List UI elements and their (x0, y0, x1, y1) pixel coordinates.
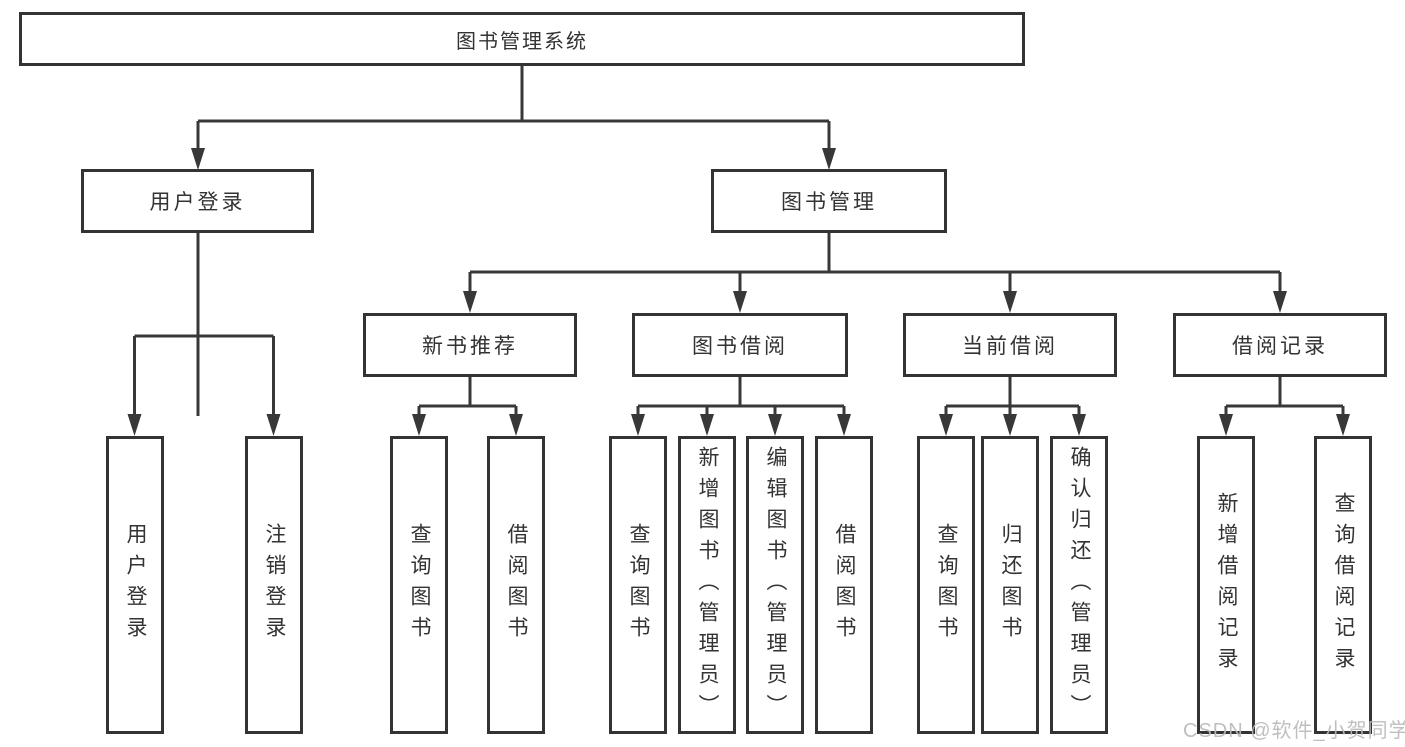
node-label: 用户登录 (124, 523, 147, 647)
node-label: 用户登录 (149, 191, 246, 214)
leaf-edit-books-admin: 编辑图书（管理员） (746, 436, 804, 734)
node-label: 图书管理 (781, 191, 877, 214)
node-label: 归还图书 (999, 523, 1022, 647)
node-label: 查询图书 (627, 523, 650, 647)
leaf-logout: 注销登录 (245, 436, 303, 734)
node-label: 图书借阅 (692, 335, 788, 358)
node-label: 注销登录 (263, 523, 286, 647)
leaf-user-login: 用户登录 (106, 436, 164, 734)
node-book-borrowing: 图书借阅 (632, 313, 848, 377)
node-book-management: 图书管理 (711, 169, 947, 233)
node-label: 当前借阅 (962, 335, 1058, 358)
leaf-borrow-books-borrowing: 借阅图书 (815, 436, 873, 734)
node-label: 借阅图书 (505, 523, 528, 647)
node-label: 确认归还（管理员） (1068, 445, 1091, 725)
node-label: 新增借阅记录 (1215, 492, 1238, 678)
leaf-borrow-books-recommend: 借阅图书 (487, 436, 545, 734)
leaf-query-books-current: 查询图书 (917, 436, 975, 734)
node-label: 新增图书（管理员） (696, 445, 719, 725)
node-label: 借阅记录 (1232, 335, 1328, 358)
node-label: 图书管理系统 (456, 30, 588, 53)
node-label: 编辑图书（管理员） (764, 445, 787, 725)
node-label: 新书推荐 (422, 335, 518, 358)
leaf-return-books: 归还图书 (981, 436, 1039, 734)
node-current-borrowing: 当前借阅 (903, 313, 1117, 377)
leaf-query-borrow-record: 查询借阅记录 (1314, 436, 1372, 734)
node-label: 查询图书 (408, 523, 431, 647)
watermark: CSDN @软件_小贺同学 (1183, 720, 1405, 742)
node-label: 借阅图书 (833, 523, 856, 647)
leaf-add-borrow-record: 新增借阅记录 (1197, 436, 1255, 734)
leaf-confirm-return-admin: 确认归还（管理员） (1050, 436, 1108, 734)
node-label: 查询借阅记录 (1332, 492, 1355, 678)
node-new-book-recommendation: 新书推荐 (363, 313, 577, 377)
leaf-add-books-admin: 新增图书（管理员） (678, 436, 736, 734)
node-book-management-system: 图书管理系统 (19, 12, 1025, 66)
node-user-login: 用户登录 (81, 169, 314, 233)
node-label: 查询图书 (935, 523, 958, 647)
leaf-query-books-recommend: 查询图书 (390, 436, 448, 734)
leaf-query-books-borrowing: 查询图书 (609, 436, 667, 734)
node-borrowing-records: 借阅记录 (1173, 313, 1387, 377)
